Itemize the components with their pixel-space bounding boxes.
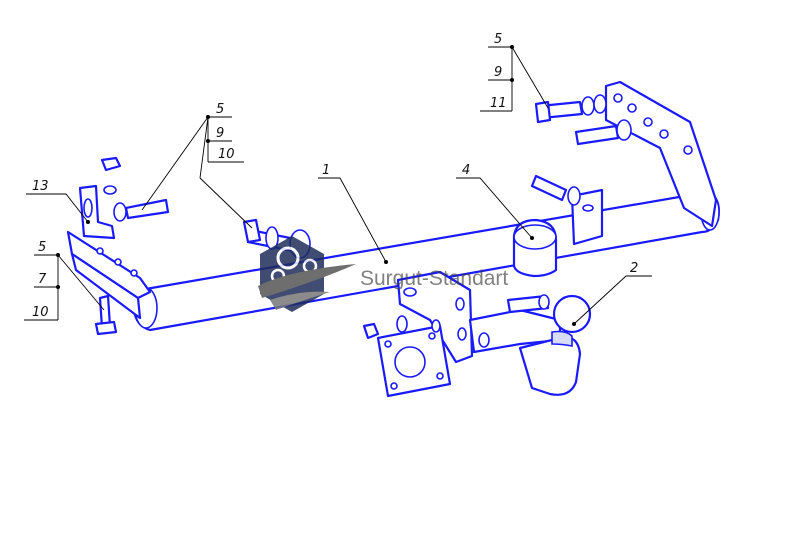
callout-stack-top-mid: 5 9 10 [141,102,253,229]
callout-9-top-mid: 9 [216,126,224,141]
callout-5-left: 5 [38,240,46,255]
socket-mounting-plate [362,315,452,398]
left-mounting-bracket [66,156,170,336]
tow-ball-arm [518,294,592,396]
callout-2: 2 [572,261,652,326]
callout-9-top-right: 9 [494,65,502,80]
callout-10-top-mid: 10 [218,147,235,162]
callout-10-left: 10 [32,305,49,320]
socket-cap [512,218,558,278]
hitch-mount [396,270,562,364]
svg-text:2: 2 [630,261,638,276]
callout-7-left: 7 [38,272,47,287]
callout-5-top-mid: 5 [216,102,224,117]
callout-4: 4 [456,163,534,240]
callout-13: 13 [26,179,90,224]
svg-text:13: 13 [32,179,49,194]
callout-stack-left: 5 7 10 [24,240,105,321]
callout-5-top-right: 5 [494,32,502,47]
watermark: Surgut-Standart [258,236,508,312]
svg-text:1: 1 [322,163,330,178]
callout-stack-top-right: 5 9 11 [480,32,549,112]
right-mounting-bracket [530,80,718,246]
watermark-text: Surgut-Standart [360,267,508,290]
callout-11-top-right: 11 [490,96,507,111]
callout-1: 1 [318,163,388,264]
svg-text:4: 4 [462,163,470,178]
gear-car-logo-icon [258,236,356,312]
